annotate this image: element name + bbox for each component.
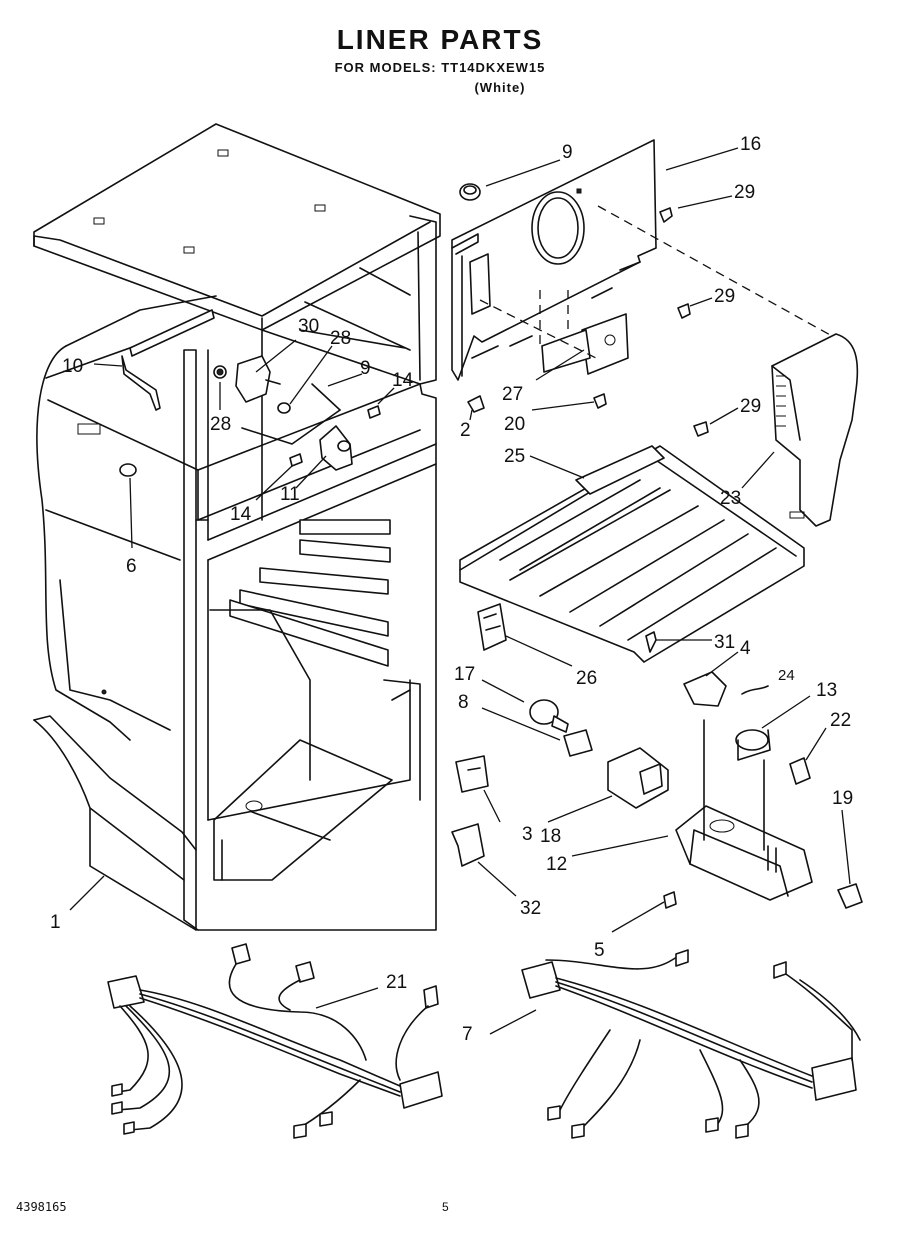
- document-number: 4398165: [16, 1200, 67, 1214]
- callout-26: 26: [576, 668, 597, 689]
- callout-1: 1: [50, 912, 61, 933]
- callout-17: 17: [454, 664, 475, 685]
- callout-27: 27: [502, 384, 523, 405]
- callout-30: 30: [298, 316, 319, 337]
- leader-lines: [69, 147, 851, 1035]
- callout-16: 16: [740, 134, 761, 155]
- callout-2: 2: [460, 420, 471, 441]
- page-number: 5: [442, 1200, 449, 1214]
- callout-14: 14: [230, 504, 252, 525]
- callout-11: 11: [280, 484, 300, 505]
- callout-3: 3: [522, 824, 533, 845]
- callout-5: 5: [594, 940, 605, 961]
- model-subtitle: FOR MODELS: TT14DKXEW15: [334, 60, 546, 75]
- callout-9: 9: [360, 358, 371, 379]
- callout-25: 25: [504, 446, 525, 467]
- callout-29: 29: [734, 182, 755, 203]
- callout-9: 9: [562, 142, 573, 163]
- callout-18: 18: [540, 826, 561, 847]
- callout-6: 6: [126, 556, 137, 577]
- small-parts: [451, 603, 863, 909]
- callout-22: 22: [830, 710, 851, 731]
- callout-19: 19: [832, 788, 853, 809]
- callout-13: 13: [816, 680, 837, 701]
- callout-20: 20: [504, 414, 525, 435]
- air-duct: [771, 333, 859, 527]
- callout-7: 7: [462, 1024, 473, 1045]
- callout-23: 23: [720, 488, 741, 509]
- callout-10: 10: [62, 356, 83, 377]
- control-parts: [121, 309, 381, 471]
- callout-14: 14: [392, 370, 414, 391]
- callouts: 9 16 29 29 29 10 30 28 9 14 28 6 14 11 2…: [50, 134, 853, 1045]
- liner-assembly: [33, 123, 441, 931]
- evaporator-tray: [459, 445, 805, 663]
- callout-31: 31: [714, 632, 735, 653]
- callout-29: 29: [740, 396, 761, 417]
- callout-24: 24: [778, 667, 795, 684]
- callout-28: 28: [330, 328, 351, 349]
- callout-29: 29: [714, 286, 735, 307]
- page-title: LINER PARTS: [336, 24, 544, 55]
- wire-harness-7: [521, 949, 861, 1139]
- callout-21: 21: [386, 972, 407, 993]
- callout-4: 4: [740, 638, 751, 659]
- callout-12: 12: [546, 854, 567, 875]
- evaporator-cover-panel: [451, 139, 833, 437]
- color-variant: (White): [474, 80, 526, 95]
- callout-8: 8: [458, 692, 469, 713]
- callout-28: 28: [210, 414, 231, 435]
- wire-harness-21: [107, 943, 443, 1139]
- callout-32: 32: [520, 898, 541, 919]
